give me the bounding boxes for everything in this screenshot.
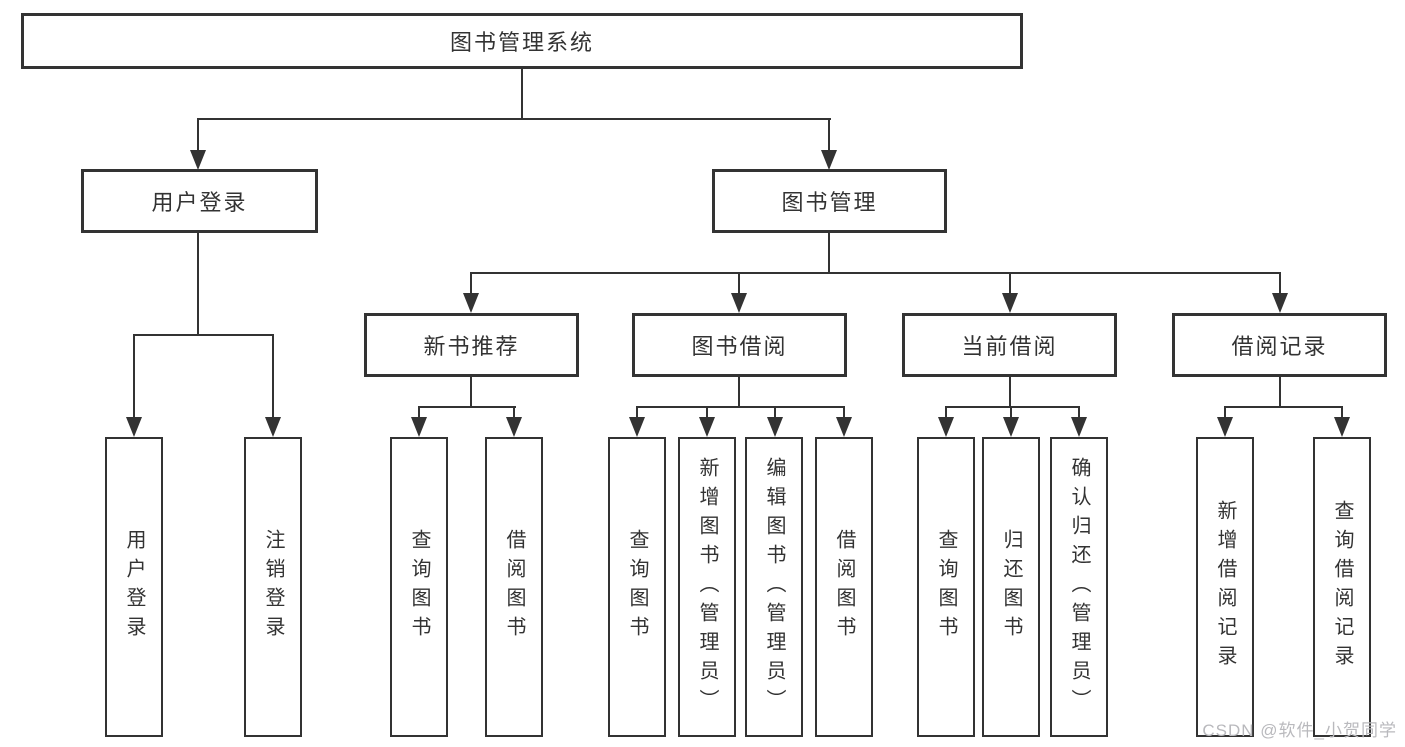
leaf-logout: 注销登录 xyxy=(244,437,302,737)
arrow-down-icon xyxy=(506,417,522,437)
arrow-down-icon xyxy=(938,417,954,437)
node-book-borrow: 图书借阅 xyxy=(632,313,847,377)
node-label: 图书管理系统 xyxy=(449,30,594,55)
connector-borrow-records-stem xyxy=(1279,377,1281,408)
connector-to-user-login xyxy=(197,118,199,152)
node-new-book-recommend: 新书推荐 xyxy=(364,313,579,377)
connector-book-management-stem xyxy=(828,233,830,274)
leaf-confirm-return-admin: 确认归还（管理员） xyxy=(1050,437,1108,737)
connector-leaf-stem xyxy=(1341,406,1343,419)
node-label: 新书推荐 xyxy=(423,334,520,359)
node-borrow-records: 借阅记录 xyxy=(1172,313,1387,377)
leaf-add-book-admin: 新增图书（管理员） xyxy=(678,437,736,737)
leaf-edit-book-admin: 编辑图书（管理员） xyxy=(745,437,803,737)
arrow-down-icon xyxy=(463,293,479,313)
node-label: 用户登录 xyxy=(151,190,248,215)
connector-root-stem xyxy=(521,69,523,120)
connector-leaf-stem xyxy=(1224,406,1226,419)
connector-to-new-book-recommend xyxy=(470,272,472,295)
connector-leaf-stem xyxy=(636,406,638,419)
connector-user-login-bus xyxy=(133,334,274,336)
arrow-down-icon xyxy=(1003,417,1019,437)
arrow-down-icon xyxy=(190,150,206,170)
connector-user-login-stem xyxy=(197,233,199,336)
leaf-label: 查询图书 xyxy=(935,529,957,645)
arrow-down-icon xyxy=(411,417,427,437)
connector-to-book-management xyxy=(828,118,830,152)
leaf-label: 查询图书 xyxy=(626,529,648,645)
leaf-label: 新增图书（管理员） xyxy=(696,456,718,718)
connector-leaf-stem xyxy=(774,406,776,419)
node-user-login: 用户登录 xyxy=(81,169,318,233)
connector-leaf-stem xyxy=(843,406,845,419)
arrow-down-icon xyxy=(1334,417,1350,437)
node-label: 当前借阅 xyxy=(961,334,1058,359)
leaf-borrow-books: 借阅图书 xyxy=(815,437,873,737)
connector-book-borrow-stem xyxy=(738,377,740,408)
leaf-query-books-borrow: 查询图书 xyxy=(608,437,666,737)
connector-leaf-stem xyxy=(706,406,708,419)
arrow-down-icon xyxy=(1002,293,1018,313)
arrow-down-icon xyxy=(629,417,645,437)
leaf-label: 归还图书 xyxy=(1000,529,1022,645)
arrow-down-icon xyxy=(1272,293,1288,313)
leaf-label: 查询图书 xyxy=(408,529,430,645)
node-label: 借阅记录 xyxy=(1231,334,1328,359)
connector-borrow-records-bus xyxy=(1224,406,1343,408)
connector-to-leaf-user-login xyxy=(133,334,135,419)
connector-leaf-stem xyxy=(1078,406,1080,419)
leaf-query-borrow-record: 查询借阅记录 xyxy=(1313,437,1371,737)
leaf-query-books-recommend: 查询图书 xyxy=(390,437,448,737)
connector-leaf-stem xyxy=(945,406,947,419)
connector-current-borrow-stem xyxy=(1009,377,1011,408)
csdn-watermark: CSDN @软件_小贺同学 xyxy=(1202,721,1397,740)
connector-current-borrow-bus xyxy=(945,406,1080,408)
leaf-user-login: 用户登录 xyxy=(105,437,163,737)
connector-to-book-borrow xyxy=(738,272,740,295)
arrow-down-icon xyxy=(265,417,281,437)
node-library-management-system: 图书管理系统 xyxy=(21,13,1023,69)
leaf-add-borrow-record: 新增借阅记录 xyxy=(1196,437,1254,737)
leaf-label: 注销登录 xyxy=(262,529,284,645)
leaf-query-books-current: 查询图书 xyxy=(917,437,975,737)
connector-book-borrow-bus xyxy=(636,406,845,408)
connector-new-book-bus xyxy=(418,406,516,408)
arrow-down-icon xyxy=(836,417,852,437)
leaf-label: 用户登录 xyxy=(123,529,145,645)
leaf-return-book: 归还图书 xyxy=(982,437,1040,737)
leaf-label: 借阅图书 xyxy=(503,529,525,645)
connector-to-borrow-records xyxy=(1279,272,1281,295)
connector-to-current-borrow xyxy=(1009,272,1011,295)
leaf-label: 编辑图书（管理员） xyxy=(763,456,785,718)
connector-leaf-stem xyxy=(418,406,420,419)
arrow-down-icon xyxy=(767,417,783,437)
node-current-borrow: 当前借阅 xyxy=(902,313,1117,377)
connector-level3-bus xyxy=(470,272,1281,274)
connector-new-book-stem xyxy=(470,377,472,408)
arrow-down-icon xyxy=(699,417,715,437)
leaf-label: 查询借阅记录 xyxy=(1331,500,1353,674)
leaf-label: 新增借阅记录 xyxy=(1214,500,1236,674)
connector-leaf-stem xyxy=(513,406,515,419)
node-label: 图书借阅 xyxy=(691,334,788,359)
arrow-down-icon xyxy=(821,150,837,170)
connector-to-leaf-logout xyxy=(272,334,274,419)
arrow-down-icon xyxy=(731,293,747,313)
arrow-down-icon xyxy=(1217,417,1233,437)
connector-root-bus xyxy=(197,118,831,120)
leaf-label: 借阅图书 xyxy=(833,529,855,645)
node-label: 图书管理 xyxy=(781,190,878,215)
leaf-label: 确认归还（管理员） xyxy=(1068,456,1090,718)
leaf-borrow-books-recommend: 借阅图书 xyxy=(485,437,543,737)
node-book-management: 图书管理 xyxy=(712,169,947,233)
connector-leaf-stem xyxy=(1010,406,1012,419)
arrow-down-icon xyxy=(1071,417,1087,437)
arrow-down-icon xyxy=(126,417,142,437)
